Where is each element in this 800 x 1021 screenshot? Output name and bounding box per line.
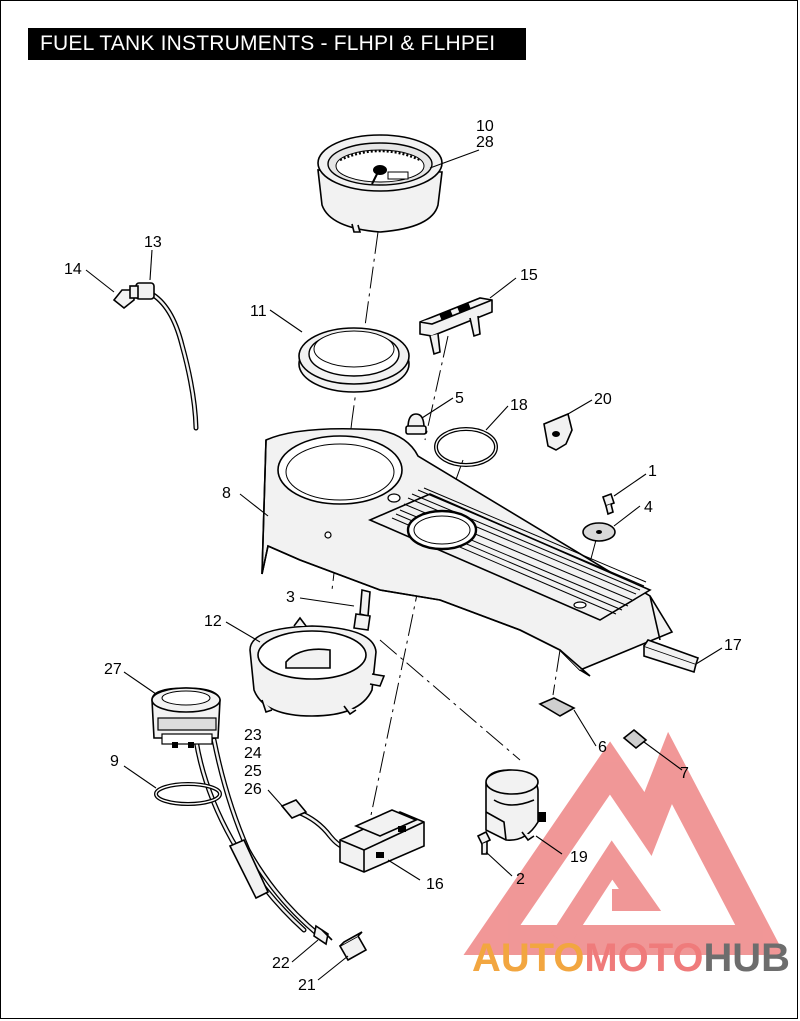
clip-part-20 [543,412,573,451]
callout-18: 18 [510,397,528,414]
callout-4: 4 [644,499,653,516]
callout-28: 28 [476,134,494,151]
callout-27: 27 [104,661,122,678]
watermark-triangle [463,731,785,955]
leader-lines [85,149,723,981]
callout-10: 10 [476,118,494,135]
callout-26: 26 [244,781,262,798]
callout-19: 19 [570,849,588,866]
callout-11: 11 [250,303,267,320]
callout-3: 3 [286,589,295,606]
watermark-auto: AUTO [472,936,584,980]
callout-1: 1 [648,463,657,480]
o-ring-part-18 [434,427,498,467]
clip-part-6 [538,697,576,717]
callout-24: 24 [244,745,262,762]
connector-part-21 [338,931,368,962]
clip-part-7 [622,728,648,750]
callout-22: 22 [272,955,290,972]
diagram-title: FUEL TANK INSTRUMENTS - FLHPI & FLHPEI [28,28,526,60]
watermark-moto: MOTO [584,936,703,980]
callout-16: 16 [426,876,444,893]
cap-part-5 [405,413,427,435]
stud-part-3 [353,588,371,631]
indicator-part-13-14 [112,282,199,431]
callout-21: 21 [298,977,316,994]
callout-20: 20 [594,391,612,408]
callout-2: 2 [516,871,525,888]
callout-15: 15 [520,267,538,284]
callout-13: 13 [144,234,162,251]
plate-part-17 [643,639,700,674]
callout-17: 17 [724,637,742,654]
housing-part-12 [249,616,386,717]
callout-5: 5 [455,390,464,407]
terminal-part-22 [313,924,333,946]
watermark-hub: HUB [703,936,790,980]
callout-7: 7 [680,765,689,782]
callout-8: 8 [222,485,231,502]
callout-numbers: 10 28 13 14 15 11 5 18 20 1 4 8 3 12 17 … [64,118,742,994]
o-ring-part-9 [154,782,222,806]
callout-9: 9 [110,753,119,770]
watermark-text: AUTOMOTOHUB [472,936,790,980]
callout-14: 14 [64,261,82,278]
bezel-ring-part-11 [298,327,410,393]
bracket-part-15 [419,297,493,356]
callout-23: 23 [244,727,262,744]
screw-part-1 [601,492,616,516]
callout-6: 6 [598,739,607,756]
callout-25: 25 [244,763,262,780]
switch-part-27 [151,687,323,939]
washer-part-4 [582,522,616,542]
relay-part-19 [485,769,546,842]
console-part-8 [261,427,674,677]
callout-12: 12 [204,613,222,630]
module-part-16 [280,799,425,873]
screw-part-2 [476,830,492,855]
gauge-part-10-28 [317,134,443,233]
